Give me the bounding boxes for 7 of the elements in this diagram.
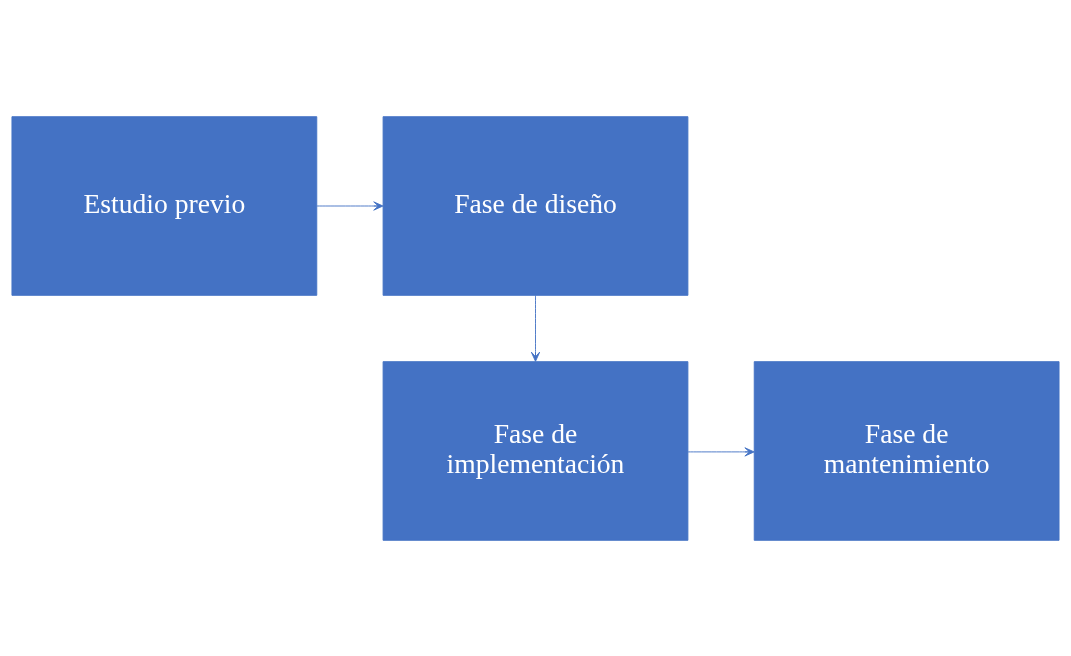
arrow (687, 446, 755, 456)
arrow (316, 200, 384, 211)
node-box: Estudio previo (11, 115, 318, 296)
arrow (530, 294, 541, 362)
node-box: Fase de implementación (382, 360, 689, 541)
node-box: Fase de diseño (382, 115, 689, 296)
node-box: Fase de mantenimiento (753, 360, 1060, 541)
